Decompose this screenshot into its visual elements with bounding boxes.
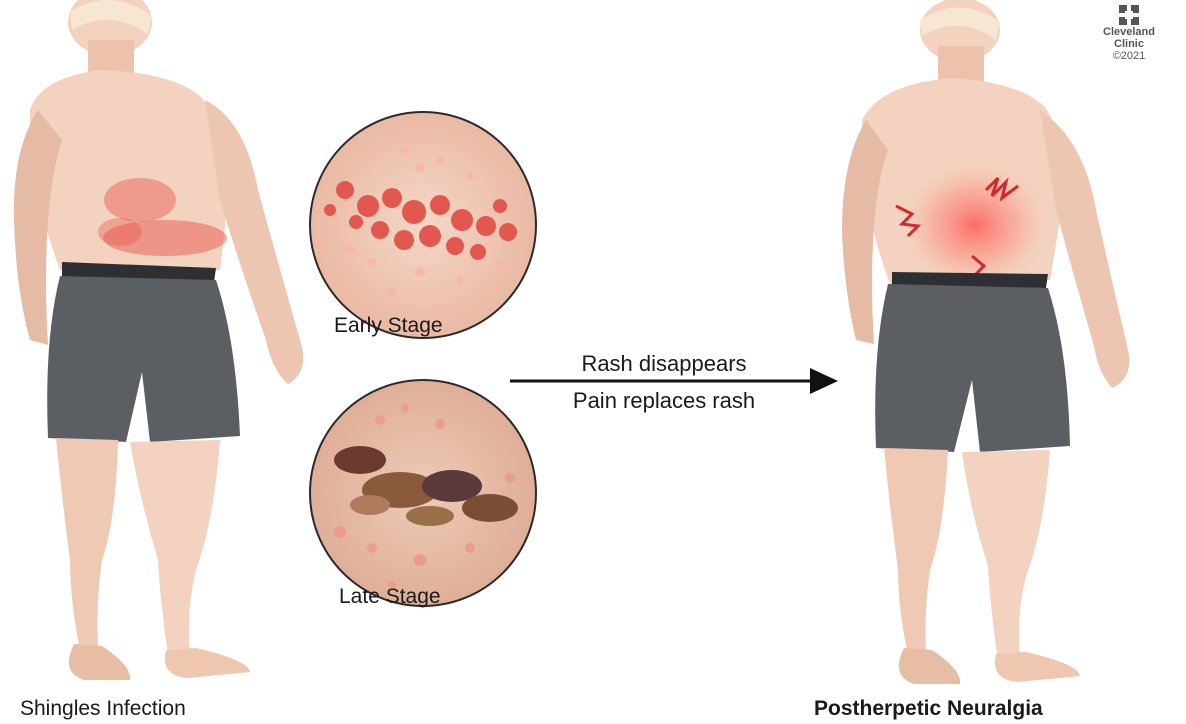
- left-shorts: [47, 276, 240, 442]
- pain-replaces-text: Pain replaces rash: [514, 388, 814, 414]
- right-foot-left: [899, 648, 960, 684]
- right-leg-left: [884, 448, 948, 654]
- shingles-infection-caption: Shingles Infection: [20, 697, 186, 721]
- left-leg-left: [56, 438, 118, 650]
- early-stage-label: Early Stage: [334, 314, 443, 338]
- right-leg-right: [962, 450, 1050, 660]
- left-figure: [14, 0, 303, 680]
- arrow-head: [810, 368, 838, 394]
- left-foot-left: [69, 644, 130, 680]
- postherpetic-neuralgia-caption: Postherpetic Neuralgia: [814, 697, 1043, 721]
- late-stage-label: Late Stage: [339, 585, 441, 609]
- late-stage-circle: [310, 380, 536, 606]
- right-shorts: [875, 284, 1070, 452]
- rash-disappears-text: Rash disappears: [514, 351, 814, 377]
- pain-glow: [903, 163, 1047, 287]
- left-leg-right: [130, 440, 220, 654]
- early-stage-circle: [310, 112, 536, 338]
- right-foot-right: [995, 652, 1080, 682]
- right-figure: [842, 0, 1129, 684]
- left-foot-right: [165, 648, 250, 678]
